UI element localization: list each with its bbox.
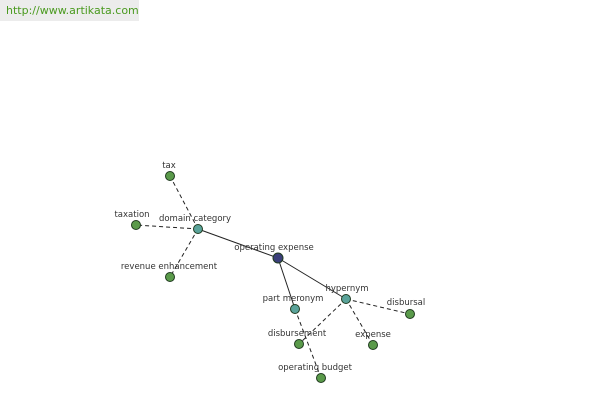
- node-operating-budget[interactable]: [316, 373, 326, 383]
- edges-layer: [135, 175, 411, 379]
- node-expense[interactable]: [368, 340, 378, 350]
- node-part-meronym[interactable]: [290, 304, 300, 314]
- node-label-hypernym[interactable]: hypernym: [325, 284, 368, 294]
- edge-operating-expense-to-hypernym: [277, 257, 347, 300]
- node-operating-expense[interactable]: [272, 252, 284, 264]
- edge-domain-category-to-tax: [169, 175, 199, 230]
- site-url[interactable]: http://www.artikata.com: [0, 0, 139, 21]
- node-disbursal[interactable]: [405, 309, 415, 319]
- node-label-tax[interactable]: tax: [162, 161, 176, 171]
- node-hypernym[interactable]: [341, 294, 351, 304]
- nodes-layer: [131, 171, 415, 383]
- edge-hypernym-to-expense: [345, 298, 374, 346]
- edge-part-meronym-to-operating-budget: [294, 308, 322, 379]
- node-label-operating-budget[interactable]: operating budget: [278, 363, 353, 373]
- edge-hypernym-to-disbursal: [345, 298, 411, 315]
- node-label-operating-expense[interactable]: operating expense: [234, 243, 314, 253]
- node-label-taxation[interactable]: taxation: [114, 210, 149, 220]
- node-domain-category[interactable]: [193, 224, 203, 234]
- edge-operating-expense-to-domain-category: [197, 228, 279, 259]
- edge-operating-expense-to-part-meronym: [277, 257, 296, 310]
- node-tax[interactable]: [165, 171, 175, 181]
- edge-domain-category-to-revenue-enhancement: [169, 228, 199, 278]
- node-label-expense[interactable]: expense: [355, 330, 391, 340]
- node-label-disbursal[interactable]: disbursal: [387, 298, 425, 308]
- node-taxation[interactable]: [131, 220, 141, 230]
- node-label-revenue-enhancement[interactable]: revenue enhancement: [121, 262, 218, 272]
- edge-hypernym-to-disbursement: [298, 298, 347, 345]
- node-label-disbursement[interactable]: disbursement: [268, 329, 327, 339]
- edge-domain-category-to-taxation: [135, 224, 199, 230]
- labels-layer: operating expense domain category part mer…: [114, 161, 425, 373]
- node-label-part-meronym[interactable]: part meronym: [263, 294, 324, 304]
- node-label-domain-category[interactable]: domain category: [159, 214, 231, 224]
- node-disbursement[interactable]: [294, 339, 304, 349]
- node-revenue-enhancement[interactable]: [165, 272, 175, 282]
